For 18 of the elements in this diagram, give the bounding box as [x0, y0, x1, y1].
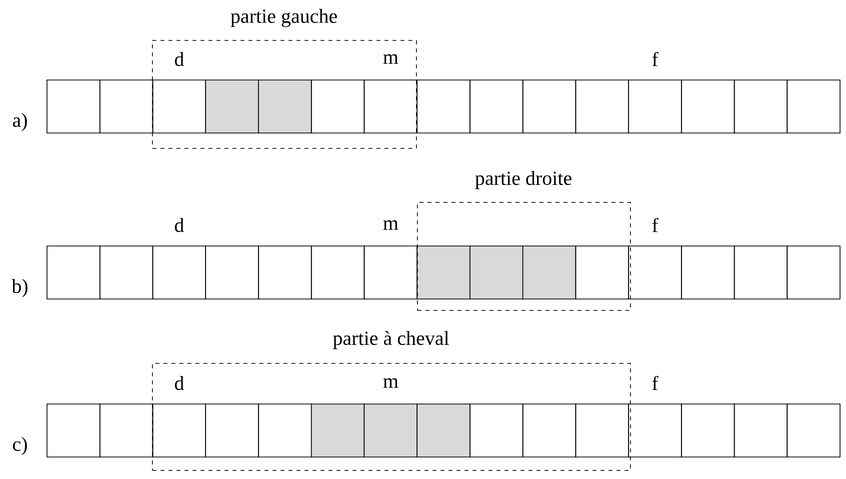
index-label: d [174, 218, 184, 232]
index-label: m [383, 54, 398, 64]
row-label: c) [12, 436, 27, 456]
index-label: d [174, 52, 184, 66]
index-label: d [174, 376, 184, 390]
frame-title: partie gauche [230, 8, 337, 28]
dashed-frame [152, 40, 417, 149]
row-label: b) [12, 278, 28, 298]
index-label: m [383, 378, 398, 388]
index-label: f [652, 52, 658, 66]
dashed-frame [417, 202, 631, 311]
index-label: f [652, 218, 658, 232]
row-label: a) [12, 112, 27, 132]
index-label: f [652, 376, 658, 390]
frame-title: partie droite [475, 170, 572, 190]
frame-title: partie à cheval [333, 330, 449, 350]
dashed-frame [152, 363, 631, 471]
index-label: m [383, 220, 398, 230]
